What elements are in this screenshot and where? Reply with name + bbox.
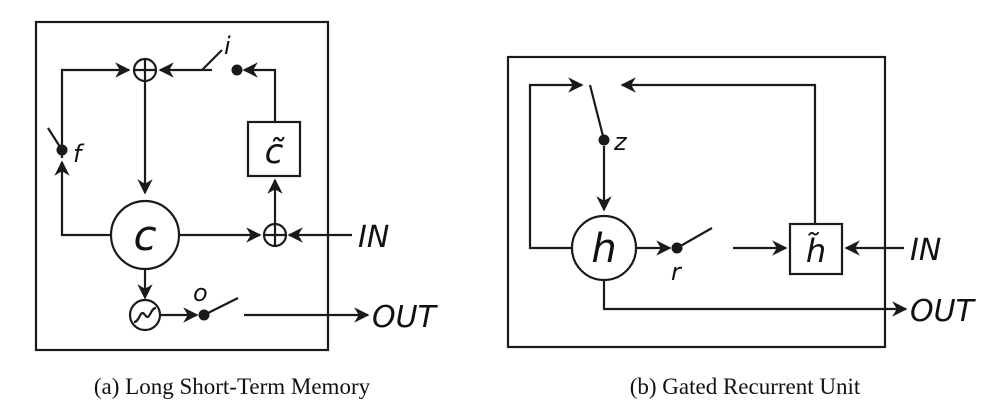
gru-caption: (b) Gated Recurrent Unit xyxy=(630,374,861,399)
lstm-cell-recurrent-wire xyxy=(54,160,110,237)
gru-output-wire xyxy=(602,280,908,317)
lstm-output-gate-switch xyxy=(198,297,239,321)
lstm-input-gate-switch xyxy=(201,49,243,76)
lstm-top-plus-node xyxy=(132,57,158,83)
lstm-gate-o-label: o xyxy=(193,279,208,307)
gru-frame xyxy=(506,55,887,349)
gru-candidate-feedback-wire xyxy=(620,77,817,224)
lstm-candidate-box xyxy=(246,120,302,178)
lstm-forget-gate-switch xyxy=(47,127,68,156)
lstm-caption: (a) Long Short-Term Memory xyxy=(94,374,371,399)
lstm-cell-label: c xyxy=(133,211,156,260)
gru-candidate-label: h̃ xyxy=(806,232,826,270)
lstm-activation-node xyxy=(128,298,162,332)
lstm-candidate-to-input-gate-wire xyxy=(242,62,277,122)
lstm-bottom-plus-node xyxy=(262,222,288,248)
lstm-candidate-label: c̃ xyxy=(265,132,286,172)
lstm-forget-to-plus-wire xyxy=(60,62,131,158)
gru-candidate-box xyxy=(788,222,844,276)
gru-gate-z-label: z xyxy=(613,128,628,156)
gru-diagram: z h r h̃ IN OUT (b) Gated Recurrent Unit xyxy=(506,55,977,399)
gru-reset-gate-switch xyxy=(671,227,713,254)
gru-state-label: h xyxy=(591,226,616,272)
gru-output-label: OUT xyxy=(910,294,977,329)
gru-update-gate-switch xyxy=(588,84,610,146)
lstm-frame xyxy=(34,20,330,352)
gru-state-recurrent-wire xyxy=(528,77,584,250)
gru-gate-r-label: r xyxy=(671,258,683,286)
lstm-output-label: OUT xyxy=(372,300,439,335)
lstm-input-label: IN xyxy=(358,220,389,255)
lstm-diagram: i c̃ IN f c xyxy=(34,20,439,399)
lstm-gate-i-label: i xyxy=(224,32,231,60)
gru-input-label: IN xyxy=(910,233,941,268)
